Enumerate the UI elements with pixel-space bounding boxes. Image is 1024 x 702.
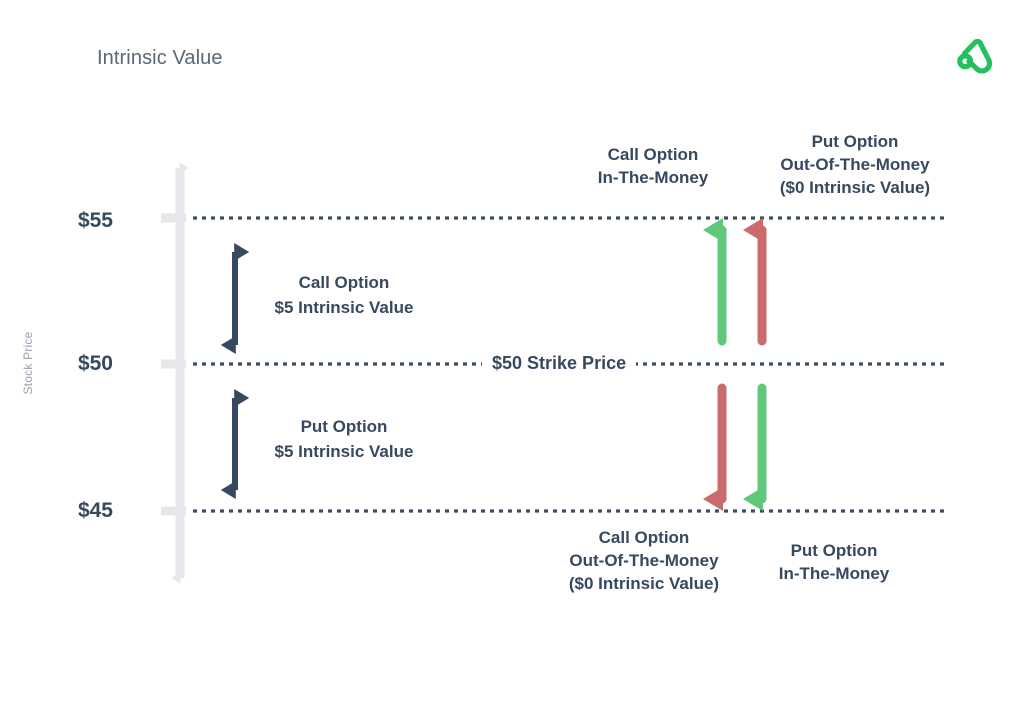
y-tick-45: $45 xyxy=(77,499,113,522)
callout-call-otm-line2: Out-Of-The-Money xyxy=(569,551,719,570)
callout-put-itm-line2: In-The-Money xyxy=(778,564,890,583)
callout-call-itm-line1: Call Option xyxy=(607,145,699,164)
put-intrinsic-value-line2: $5 Intrinsic Value xyxy=(274,442,414,461)
page-title: Intrinsic Value xyxy=(97,47,223,69)
strike-price-label: $50 Strike Price xyxy=(482,353,637,374)
callout-put-otm-line3: ($0 Intrinsic Value) xyxy=(779,178,931,197)
call-intrinsic-value-label: Call Option $5 Intrinsic Value xyxy=(255,270,433,320)
callout-put-in-the-money: Put Option In-The-Money xyxy=(753,539,915,585)
annuity-logo xyxy=(950,33,998,81)
stock-price-axis xyxy=(161,162,189,584)
callout-call-otm-line1: Call Option xyxy=(598,528,690,547)
call-intrinsic-value-line2: $5 Intrinsic Value xyxy=(274,298,414,317)
put-intrinsic-value-label: Put Option $5 Intrinsic Value xyxy=(255,414,433,464)
callout-put-otm-line1: Put Option xyxy=(811,132,899,151)
put-intrinsic-value-line1: Put Option xyxy=(300,417,388,436)
y-tick-55: $55 xyxy=(77,209,113,232)
callout-call-itm-line2: In-The-Money xyxy=(597,168,709,187)
callout-put-otm-line2: Out-Of-The-Money xyxy=(780,155,930,174)
callout-call-in-the-money: Call Option In-The-Money xyxy=(563,143,743,189)
y-tick-50: $50 xyxy=(77,352,113,375)
callout-call-out-of-the-money: Call Option Out-Of-The-Money ($0 Intrins… xyxy=(551,526,737,595)
callout-put-itm-line1: Put Option xyxy=(790,541,878,560)
call-intrinsic-value-line1: Call Option xyxy=(298,273,390,292)
callout-call-otm-line3: ($0 Intrinsic Value) xyxy=(568,574,720,593)
callout-put-out-of-the-money: Put Option Out-Of-The-Money ($0 Intrinsi… xyxy=(757,130,953,199)
